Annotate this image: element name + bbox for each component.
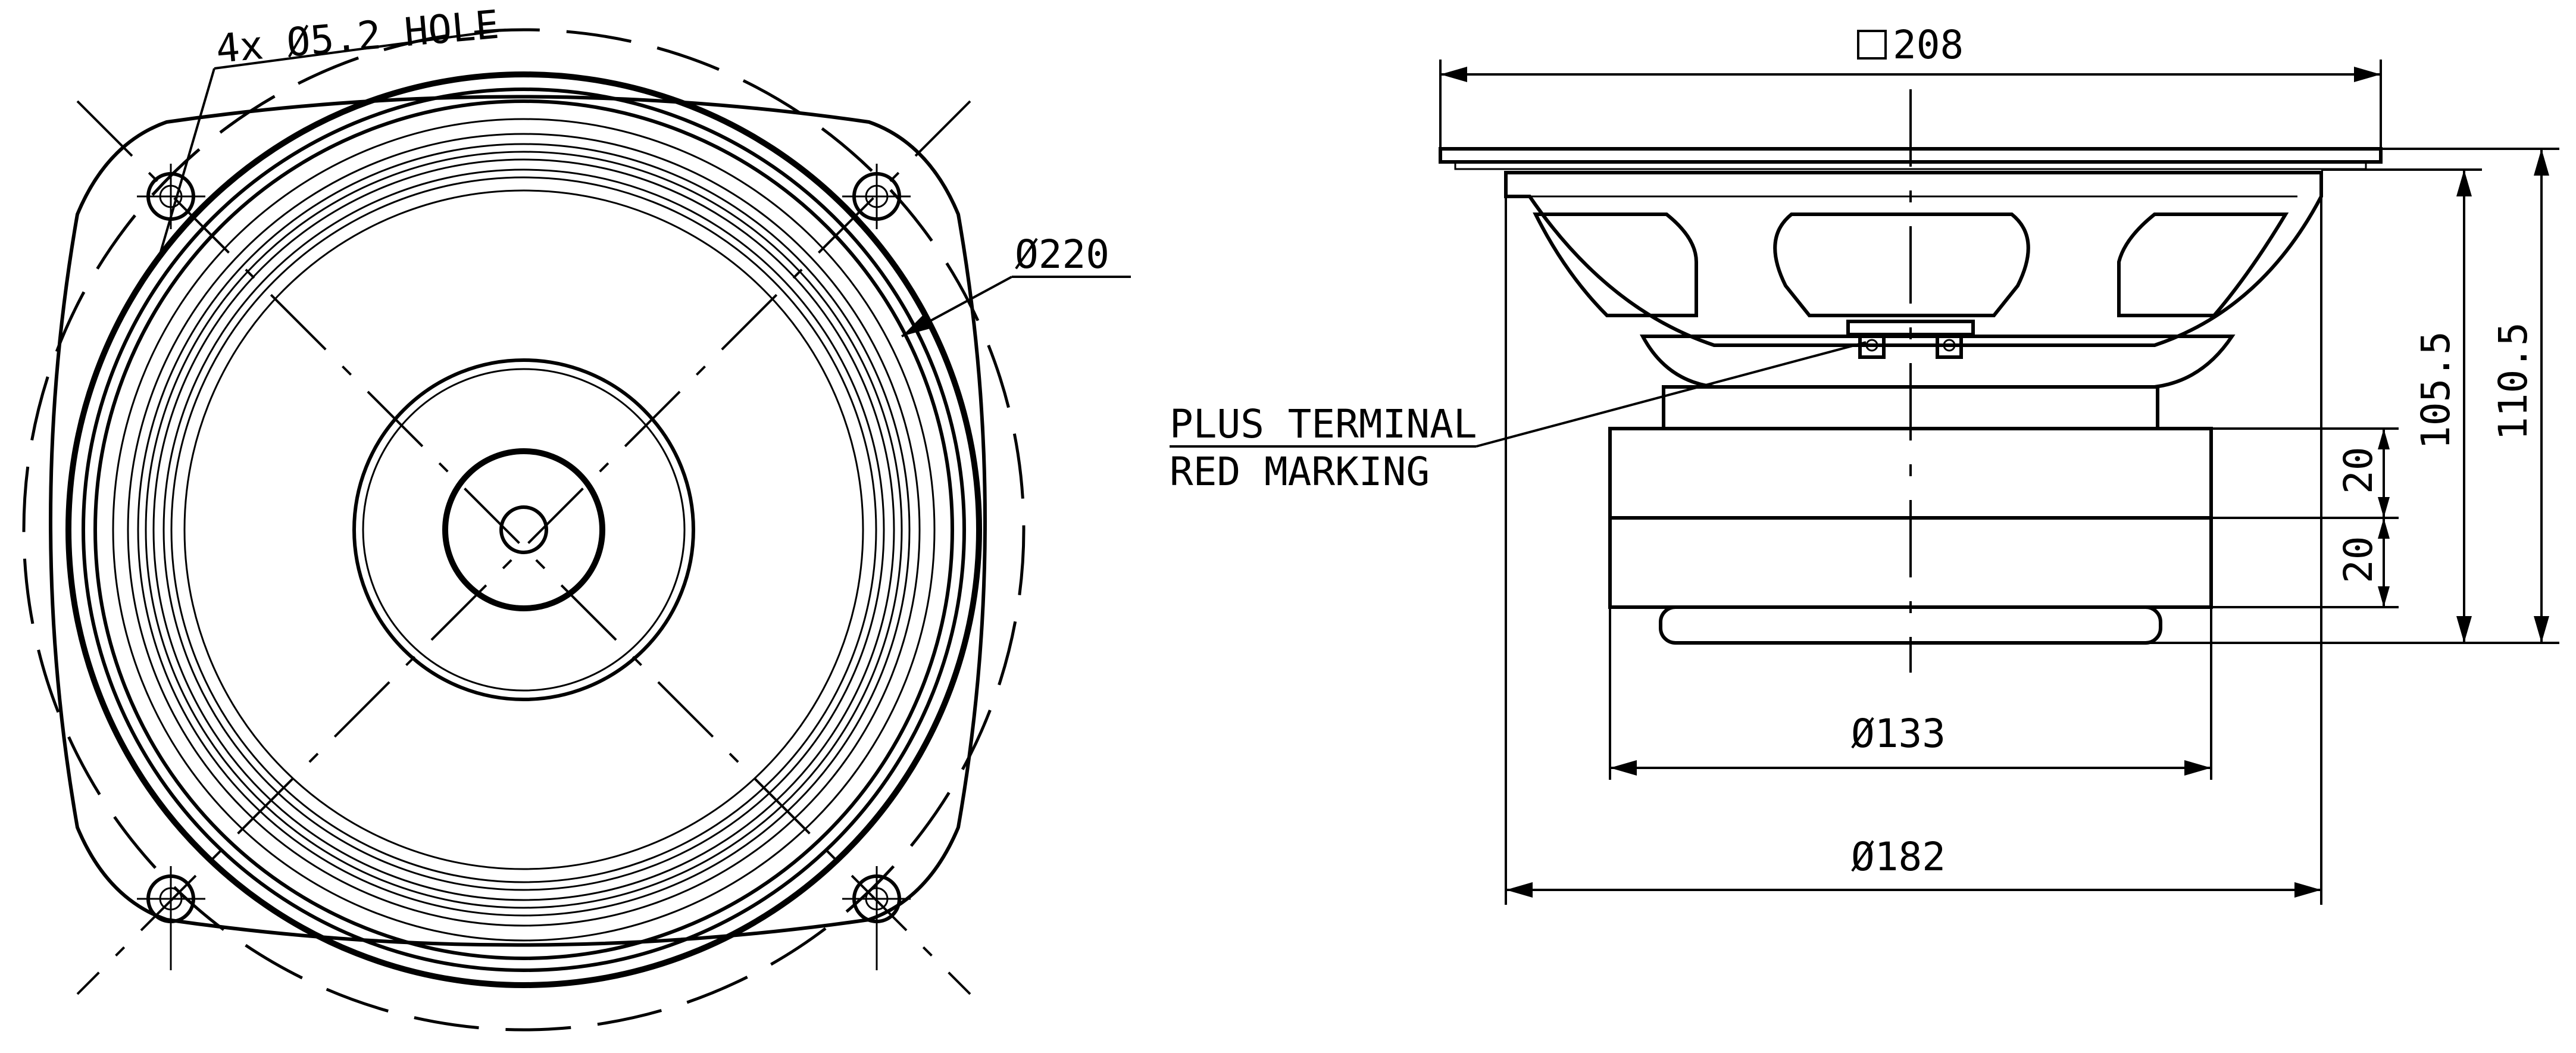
terminal-label-line1: PLUS TERMINAL — [1170, 401, 1477, 447]
front-pole-ring — [442, 448, 605, 611]
side-basket-window-center — [1773, 213, 2030, 317]
front-surround-6 — [162, 168, 885, 891]
front-surround-3 — [137, 143, 911, 917]
mount-hole-bottom-right — [842, 866, 911, 970]
dim-plate-top: 20 — [2211, 427, 2399, 519]
front-ring-3 — [93, 99, 954, 960]
front-centerline-diag-2 — [76, 100, 971, 995]
mount-hole-bottom-left — [137, 866, 205, 970]
front-dustcap-inner — [362, 368, 686, 692]
dim-plate-bottom: 20 — [2211, 518, 2399, 608]
side-basket-window-left — [1533, 213, 1698, 317]
dim-overall-depth: 110.5 — [2083, 148, 2559, 644]
front-centerline-diag-1 — [76, 100, 971, 995]
hole-callout-label: 4x Ø5.2 HOLE — [214, 2, 501, 72]
dim-magnet-diameter: Ø133 — [1609, 607, 2212, 780]
terminal-label-line2: RED MARKING — [1170, 449, 1430, 495]
front-surround-4 — [145, 151, 903, 909]
mount-hole-top-right — [842, 164, 911, 229]
side-basket-window-right — [2117, 213, 2289, 317]
dim-basket-diameter: Ø182 — [1505, 196, 2322, 905]
front-cone-edge — [183, 189, 864, 870]
front-surround-2 — [127, 133, 921, 927]
square-symbol — [1857, 30, 1887, 60]
front-dashed-bolt-circle — [22, 28, 1026, 1032]
front-surround-7 — [170, 176, 877, 883]
front-view: 4x Ø5.2 HOLE Ø220 — [22, 2, 1131, 1032]
side-basket-outline — [1504, 171, 2323, 347]
side-view: 208 110.5 105.5 20 — [1170, 22, 2559, 905]
front-dustcap-outer — [352, 358, 695, 701]
hole-callout-underline — [214, 29, 507, 70]
front-surround-5 — [152, 158, 895, 901]
overall-depth-label: 110.5 — [2490, 322, 2536, 440]
magnet-diameter-label: Ø133 — [1851, 711, 1946, 757]
front-outer-ring — [65, 71, 982, 988]
dim-mounting-depth: 105.5 — [2321, 168, 2482, 643]
outer-diameter-label: Ø220 — [1015, 232, 1109, 277]
terminal-callout: PLUS TERMINAL RED MARKING — [1170, 341, 1867, 495]
dim-frame-square: 208 — [1439, 22, 2382, 149]
basket-diameter-label: Ø182 — [1851, 834, 1946, 880]
front-center-dot — [499, 505, 548, 554]
plate-top-label: 20 — [2336, 447, 2381, 494]
front-surround-1 — [112, 118, 936, 942]
mounting-depth-label: 105.5 — [2413, 331, 2459, 449]
frame-square-label: 208 — [1893, 22, 1964, 68]
plate-bottom-label: 20 — [2336, 536, 2381, 583]
front-ring-2 — [82, 88, 966, 972]
hole-callout-leader — [157, 68, 215, 263]
